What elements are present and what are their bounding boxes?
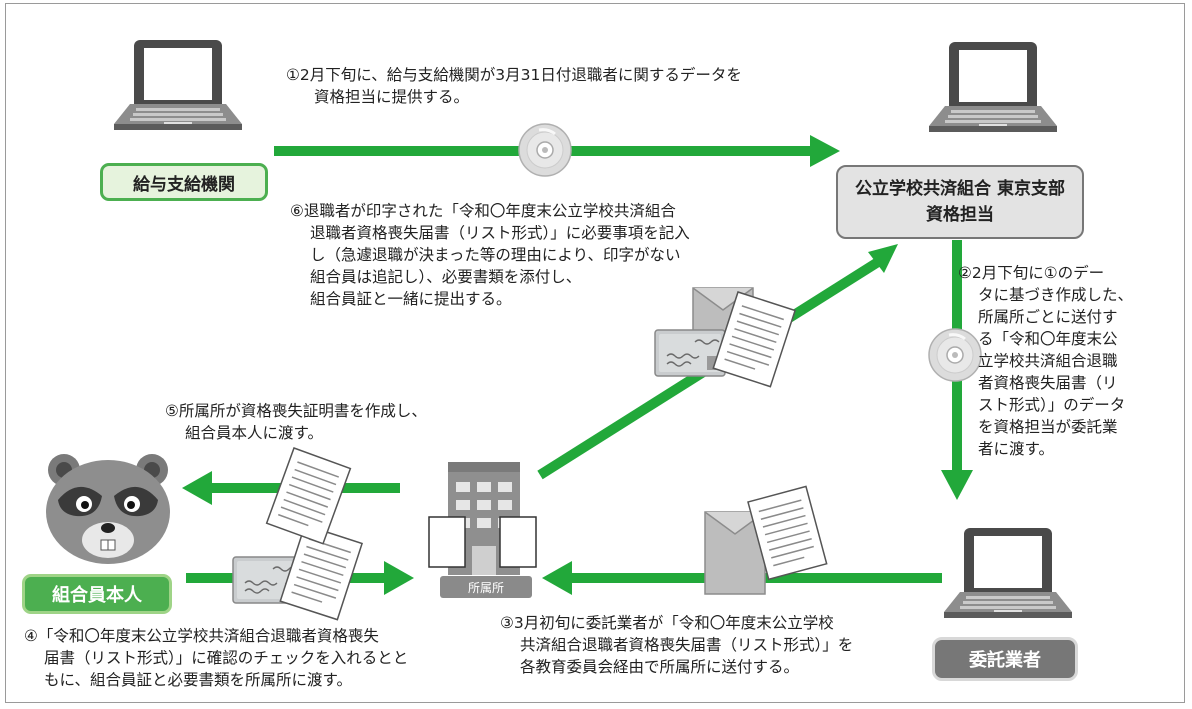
step-4-text: ④「令和〇年度末公立学校共済組合退職者資格喪失届書（リスト形式）」に確認のチェッ…	[24, 625, 408, 691]
text-line: を資格担当が委託業	[978, 418, 1118, 436]
node-label: 資格担当	[926, 205, 994, 225]
text-line: ⑥退職者が印字された「令和〇年度末公立学校共済組合	[290, 202, 676, 220]
text-line: 組合員証と一緒に提出する。	[310, 290, 512, 308]
node-mutual-aid: 公立学校共済組合 東京支部 資格担当	[836, 165, 1084, 239]
step-6-text: ⑥退職者が印字された「令和〇年度末公立学校共済組合退職者資格喪失届書（リスト形式…	[290, 200, 690, 310]
node-label: 所属所	[467, 580, 504, 595]
text-line: もに、組合員証と必要書類を所属所に渡す。	[44, 671, 352, 689]
laptop-icon-contractor	[944, 528, 1072, 618]
text-line: ②2月下旬に①のデー	[958, 264, 1105, 282]
cd-disc-icon	[517, 122, 573, 178]
step-1-text: ①2月下旬に、給与支給機関が3月31日付退職者に関するデータを資格担当に提供する…	[286, 64, 742, 108]
text-line: タに基づき作成した、	[978, 286, 1134, 304]
text-line: 各教育委員会経由で所属所に送付する。	[520, 658, 800, 676]
text-line: 共済組合退職者資格喪失届書（リスト形式）」を	[520, 636, 854, 654]
text-line: 退職者資格喪失届書（リスト形式）」に必要事項を記入	[310, 224, 690, 242]
office-building-icon	[428, 462, 537, 575]
text-line: ④「令和〇年度末公立学校共済組合退職者資格喪失	[24, 627, 379, 645]
text-line: 届書（リスト形式）」に確認のチェックを入れるとと	[44, 649, 409, 667]
node-office: 所属所	[440, 576, 532, 598]
text-line: る「令和〇年度末公	[978, 330, 1118, 348]
node-salary-agency: 給与支給機関	[100, 163, 268, 201]
diagram-frame	[5, 3, 1185, 703]
raccoon-mascot-icon	[46, 454, 170, 564]
text-line: 組合員は追記し）、必要書類を添付し、	[310, 268, 582, 286]
node-label: 給与支給機関	[133, 174, 235, 195]
text-line: 者に渡す。	[978, 440, 1054, 458]
text-line: ①2月下旬に、給与支給機関が3月31日付退職者に関するデータを	[286, 66, 742, 84]
laptop-icon-salary-agency	[114, 40, 242, 130]
node-label: 組合員本人	[52, 585, 142, 606]
text-line: 組合員本人に渡す。	[185, 424, 323, 442]
step-5-text: ⑤所属所が資格喪失証明書を作成し、組合員本人に渡す。	[165, 400, 427, 444]
text-line: 所属所ごとに送付す	[978, 308, 1118, 326]
text-line: ③3月初旬に委託業者が「令和〇年度末公立学校	[500, 614, 834, 632]
text-line: 立学校共済組合退職	[978, 352, 1118, 370]
text-line: 者資格喪失届書（リ	[978, 374, 1118, 392]
node-member: 組合員本人	[22, 574, 172, 614]
laptop-icon-mutual-aid	[929, 42, 1057, 132]
step-3-text: ③3月初旬に委託業者が「令和〇年度末公立学校共済組合退職者資格喪失届書（リスト形…	[500, 612, 853, 678]
text-line: し（急遽退職が決まった等の理由により、印字がない	[310, 246, 681, 264]
text-line: ⑤所属所が資格喪失証明書を作成し、	[165, 402, 427, 420]
text-line: スト形式）」のデータ	[978, 396, 1126, 414]
text-line: 資格担当に提供する。	[314, 88, 470, 106]
node-label: 公立学校共済組合 東京支部	[855, 179, 1065, 199]
node-label: 委託業者	[969, 650, 1041, 671]
step-2-text: ②2月下旬に①のデータに基づき作成した、所属所ごとに送付する「令和〇年度末公立学…	[958, 262, 1133, 460]
node-contractor: 委託業者	[932, 637, 1078, 681]
document-icon	[265, 447, 352, 545]
